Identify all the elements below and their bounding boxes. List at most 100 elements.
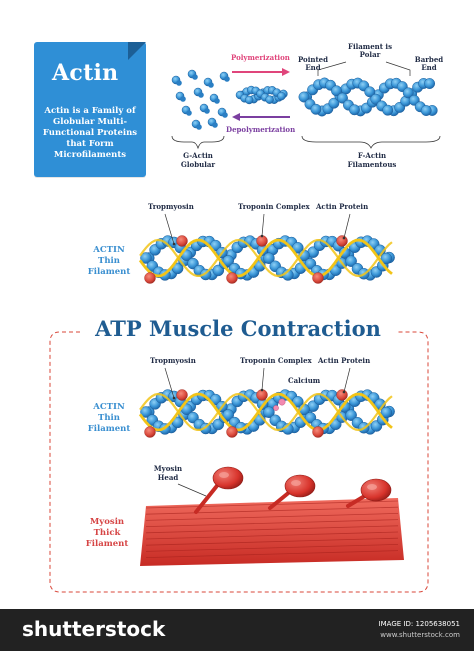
myosin-head-label-1: Myosin — [153, 464, 183, 473]
g-actin-monomer-icon — [203, 77, 214, 88]
actin-oligomer-icon — [235, 85, 288, 105]
troponin-complex-icon — [336, 235, 348, 247]
troponin-label-2: Troponin Complex — [240, 356, 312, 365]
g-actin-monomer-icon — [199, 103, 210, 114]
thick-filament-line — [145, 525, 399, 534]
g-actin-brace — [171, 135, 225, 150]
card-fold-corner — [128, 42, 146, 60]
polymerization-arrow — [232, 68, 290, 76]
contraction-title: ATP Muscle Contraction — [95, 316, 381, 341]
leader-dot — [342, 390, 346, 394]
actin-bead — [337, 92, 348, 104]
f-actin-brace — [301, 135, 441, 149]
thick-filament-line — [145, 513, 399, 521]
actin-bead — [424, 78, 436, 89]
troponin-complex-icon — [144, 272, 156, 284]
footer-site: www.shutterstock.com — [380, 631, 460, 639]
actin-bead — [345, 255, 357, 267]
barbed-end-label: Barbed End — [414, 55, 444, 72]
troponin-complex-icon — [226, 426, 238, 438]
g-actin-monomer-icon — [191, 119, 202, 130]
troponin-complex-icon — [144, 426, 156, 438]
polarity-leaders — [317, 61, 411, 76]
myosin-head-icon — [360, 478, 392, 502]
g-actin-monomer-icon — [193, 87, 204, 98]
thin-filament-2-label-filament: Filament — [87, 424, 131, 434]
troponin-complex-icon — [226, 272, 238, 284]
actin-bead — [263, 252, 275, 264]
g-actin-sub-label: Globular — [180, 160, 216, 169]
tropomyosin-strand-icon — [139, 392, 393, 432]
myosin-head-highlight — [219, 472, 229, 478]
myosin-head-icon — [284, 474, 316, 498]
thick-filament-line — [145, 544, 399, 552]
actin-protein-label-1: Actin Protein — [316, 202, 369, 211]
actin-bead — [140, 406, 152, 418]
leader-line — [261, 367, 265, 391]
calcium-ion-icon — [278, 398, 286, 406]
thick-filament-line — [145, 550, 399, 558]
myosin-head-highlight — [291, 480, 301, 486]
footer-logo: shutterstock — [22, 617, 166, 641]
leader-dot — [260, 234, 264, 238]
contraction-panel-border — [49, 331, 429, 593]
footer-image-id: IMAGE ID: 1205638051 — [378, 620, 460, 628]
actin-bead — [265, 95, 274, 104]
tropomyosin-strand-icon — [138, 392, 393, 432]
leader-dot — [172, 396, 176, 400]
actin-bead — [244, 95, 254, 105]
depolymerization-arrow — [232, 113, 290, 121]
actin-bead — [348, 104, 360, 116]
g-actin-monomer-icon — [207, 117, 218, 128]
tropomyosin-label-1: Tropmyosin — [148, 202, 194, 211]
actin-bead — [328, 97, 340, 109]
page-title: Actin — [52, 60, 119, 86]
thick-filament-line — [145, 537, 399, 546]
actin-bead — [310, 103, 322, 115]
g-actin-monomer-icon — [187, 69, 198, 80]
thick-filament-label-myosin: Myosin — [89, 517, 125, 527]
tropomyosin-strand-icon — [138, 238, 393, 278]
calcium-ion-icon — [273, 405, 279, 411]
actin-bead — [382, 104, 394, 116]
thick-filament-label-thick: Thick — [93, 528, 121, 538]
troponin-complex-icon — [176, 389, 188, 401]
actin-bead — [402, 87, 414, 99]
polymerization-label: Polymerization — [231, 53, 290, 62]
footer-bar — [0, 609, 474, 651]
calcium-label: Calcium — [288, 376, 321, 385]
actin-bead — [298, 91, 310, 103]
f-actin-sub-label: Filamentous — [347, 160, 397, 169]
troponin-complex-icon — [312, 272, 324, 284]
thick-filament-label-filament: Filament — [85, 539, 129, 549]
actin-diagram — [49, 61, 441, 593]
g-actin-monomer-icon — [219, 71, 230, 82]
thin-filament-contraction-icon — [138, 367, 395, 438]
actin-bead — [331, 85, 342, 97]
troponin-complex-icon — [336, 389, 348, 401]
myosin-head-label-2: Head — [157, 473, 179, 482]
g-actin-monomer-icon — [217, 107, 228, 118]
pointed-end-label: Pointed End — [297, 55, 329, 72]
thin-filament-1-label-thin: Thin — [98, 256, 120, 266]
myosin-head-leader — [177, 483, 207, 497]
thin-filament-1-label-actin: ACTIN — [93, 245, 125, 255]
tropomyosin-strand-icon — [139, 238, 393, 278]
actin-bead — [420, 105, 432, 116]
troponin-complex-icon — [312, 426, 324, 438]
thick-filament-line — [145, 519, 399, 527]
depolymerization-label: Depolymerization — [226, 125, 296, 134]
leader-dot — [260, 388, 264, 392]
g-actin-monomer-icon — [209, 93, 220, 104]
polarity-label: Filament is Polar — [347, 42, 393, 59]
actin-bead — [222, 255, 234, 267]
thin-filament-1-label-filament: Filament — [87, 267, 131, 277]
leader-dot — [172, 242, 176, 246]
leader-line — [164, 367, 175, 399]
g-actin-label: G-Actin — [183, 151, 213, 160]
g-actin-monomers-icon — [171, 69, 230, 130]
tropomyosin-label-2: Tropmyosin — [150, 356, 196, 365]
myosin-head-highlight — [367, 484, 377, 490]
actin-bead — [380, 406, 393, 419]
leader-line — [343, 367, 351, 393]
